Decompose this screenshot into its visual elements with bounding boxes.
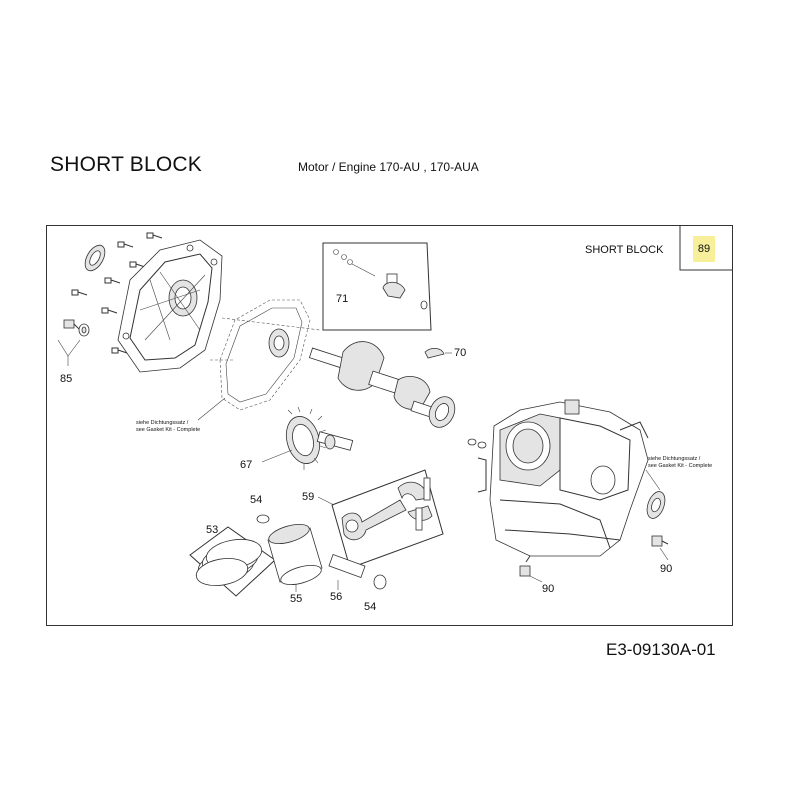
- gasket-kit-note-right-line2: see Gasket Kit - Complete: [648, 463, 712, 469]
- callout-90-right: 90: [660, 563, 672, 575]
- piston-55: [267, 523, 323, 586]
- main-bearing: [428, 396, 456, 428]
- bolt-and-washer-85: [57, 319, 90, 366]
- drain-plug-bottom: [519, 555, 531, 577]
- callout-54-upper: 54: [250, 494, 262, 506]
- crankshaft: [308, 341, 434, 418]
- callout-70: 70: [454, 347, 466, 359]
- oil-seal-left: [84, 244, 106, 272]
- camshaft-gear-67: [285, 406, 354, 470]
- callout-59: 59: [302, 491, 314, 503]
- crankcase-gasket: [210, 299, 321, 411]
- oil-seal-right: [646, 491, 666, 519]
- page-tab-outline: [679, 226, 733, 271]
- callout-90-bottom: 90: [542, 583, 554, 595]
- callout-53: 53: [206, 524, 218, 536]
- engine-block: [489, 399, 649, 557]
- drain-plug-right: [651, 535, 669, 547]
- callout-55: 55: [290, 593, 302, 605]
- piston-pin-56: [328, 554, 366, 578]
- callout-56: 56: [330, 591, 342, 603]
- gasket-kit-note-left-line1: siehe Dichtungssatz /: [136, 420, 189, 426]
- callout-71: 71: [336, 293, 348, 305]
- callout-85: 85: [60, 373, 72, 385]
- crankcase-cover: [117, 239, 223, 373]
- piston-ring-set-53: [189, 526, 276, 597]
- governor-parts-inset-71: [322, 242, 432, 331]
- connecting-rod-assembly-59: [331, 469, 444, 569]
- gasket-kit-note-left-line2: see Gasket Kit - Complete: [136, 427, 200, 433]
- callout-67: 67: [240, 459, 252, 471]
- engine-model-subtitle: Motor / Engine 170-AU , 170-AUA: [298, 160, 479, 174]
- page-title: SHORT BLOCK: [50, 153, 202, 176]
- gasket-kit-note-right-line1: siehe Dichtungssatz /: [648, 456, 701, 462]
- diagram-reference-code: E3-09130A-01: [606, 640, 716, 659]
- snap-ring-lower: [373, 574, 387, 590]
- diagram-frame: [46, 225, 733, 626]
- callout-54-lower: 54: [364, 601, 376, 613]
- page-number-badge: 89: [693, 236, 715, 262]
- snap-ring-upper: [256, 514, 270, 524]
- frame-section-label: SHORT BLOCK: [585, 244, 664, 256]
- block-small-parts: [467, 438, 487, 493]
- woodruff-key: [424, 348, 445, 359]
